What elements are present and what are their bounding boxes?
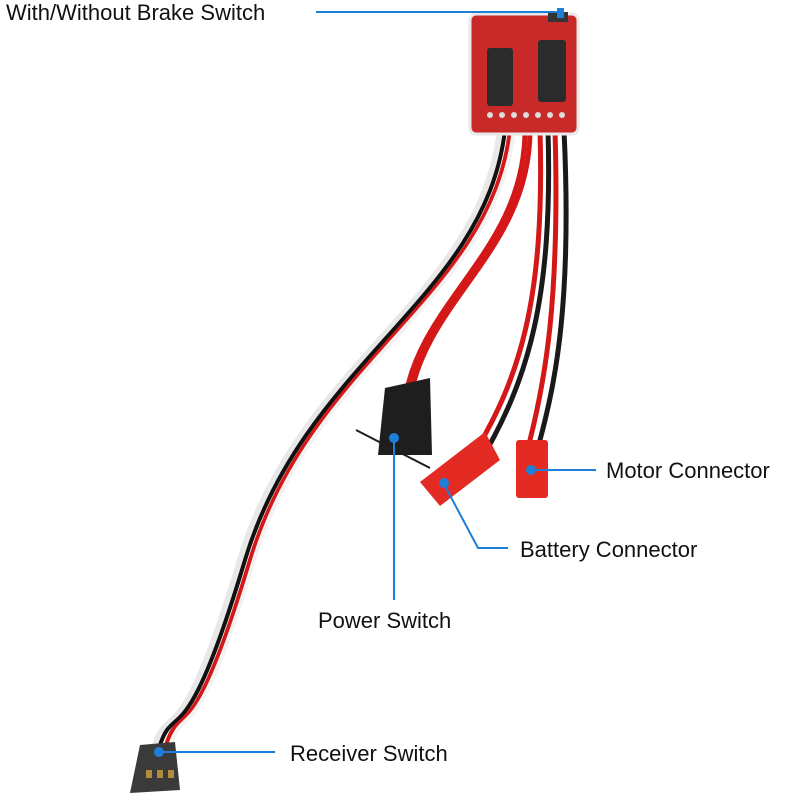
receiver-wire-bundle	[152, 127, 516, 748]
motor-wires	[527, 127, 569, 443]
receiver-switch-label: Receiver Switch	[290, 741, 448, 766]
motor-callout-dot	[526, 465, 536, 475]
battery-leader-line	[443, 483, 508, 549]
receiver-callout-dot	[154, 747, 164, 757]
battery-connector	[420, 432, 500, 506]
power-switch-label: Power Switch	[318, 608, 452, 633]
battery-wires	[467, 127, 552, 465]
battery-callout-dot	[439, 478, 449, 488]
motor-connector-label: Motor Connector	[606, 458, 770, 483]
power-switch-wires	[402, 127, 533, 403]
brake-switch-label: With/Without Brake Switch	[6, 0, 266, 25]
power-callout-dot	[389, 433, 399, 443]
battery-connector-label: Battery Connector	[520, 537, 698, 562]
receiver-connector	[130, 742, 180, 793]
esc-board	[468, 12, 580, 136]
brake-callout-dot	[557, 8, 564, 18]
